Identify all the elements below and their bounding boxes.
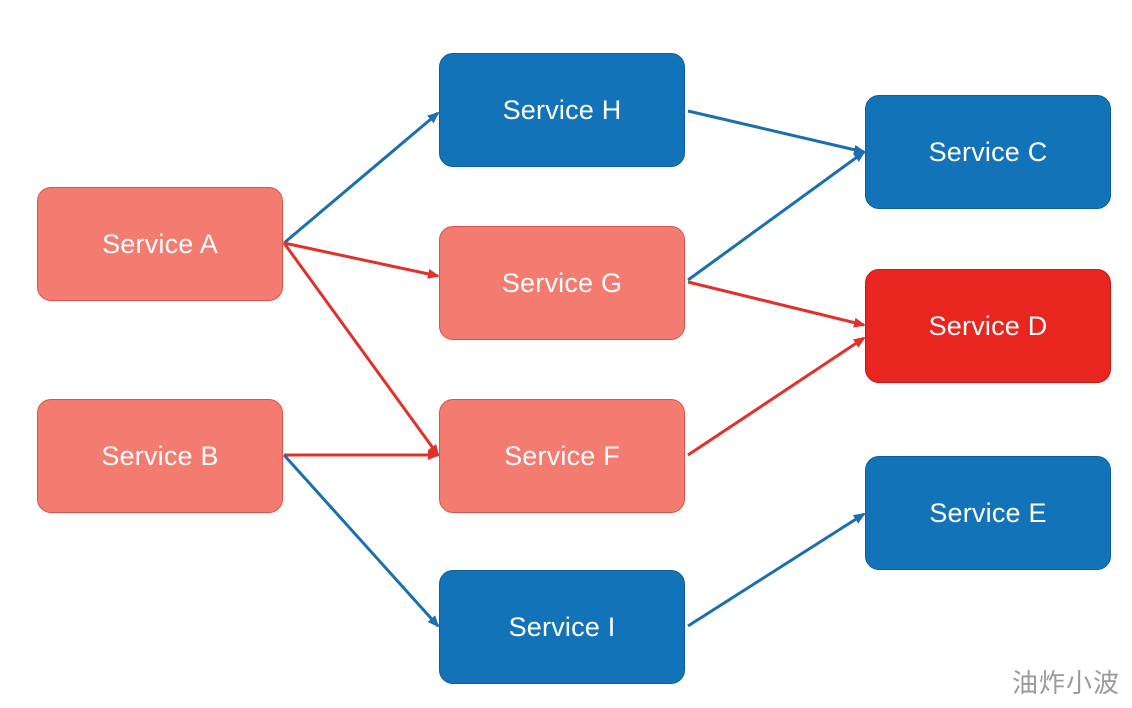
edge-f-to-d — [687, 336, 866, 457]
service-i-label: Service I — [508, 611, 616, 642]
service-a-node: Service A — [37, 187, 283, 301]
service-c-label: Service C — [928, 136, 1048, 167]
service-h-node: Service H — [439, 53, 685, 167]
edge-g-to-c — [687, 150, 866, 282]
service-i-node: Service I — [439, 570, 685, 684]
edge-i-to-e — [687, 512, 866, 628]
edge-b-to-i — [282, 453, 440, 628]
edge-g-to-d — [687, 280, 866, 328]
service-f-label: Service F — [504, 440, 620, 471]
service-h-label: Service H — [502, 94, 622, 125]
service-b-node: Service B — [37, 399, 283, 513]
edge-a-to-h — [283, 111, 440, 245]
service-d-label: Service D — [928, 310, 1048, 341]
service-d-node: Service D — [865, 269, 1111, 383]
service-c-node: Service C — [865, 95, 1111, 209]
service-g-node: Service G — [439, 226, 685, 340]
edge-a-to-g — [283, 241, 440, 279]
service-g-label: Service G — [501, 267, 623, 298]
edge-h-to-c — [687, 109, 866, 155]
service-b-label: Service B — [101, 440, 219, 471]
service-e-node: Service E — [865, 456, 1111, 570]
service-e-label: Service E — [929, 497, 1047, 528]
service-a-label: Service A — [102, 228, 218, 259]
edge-a-to-f — [282, 242, 440, 457]
service-f-node: Service F — [439, 399, 685, 513]
watermark: 油炸小波 — [1011, 669, 1120, 699]
